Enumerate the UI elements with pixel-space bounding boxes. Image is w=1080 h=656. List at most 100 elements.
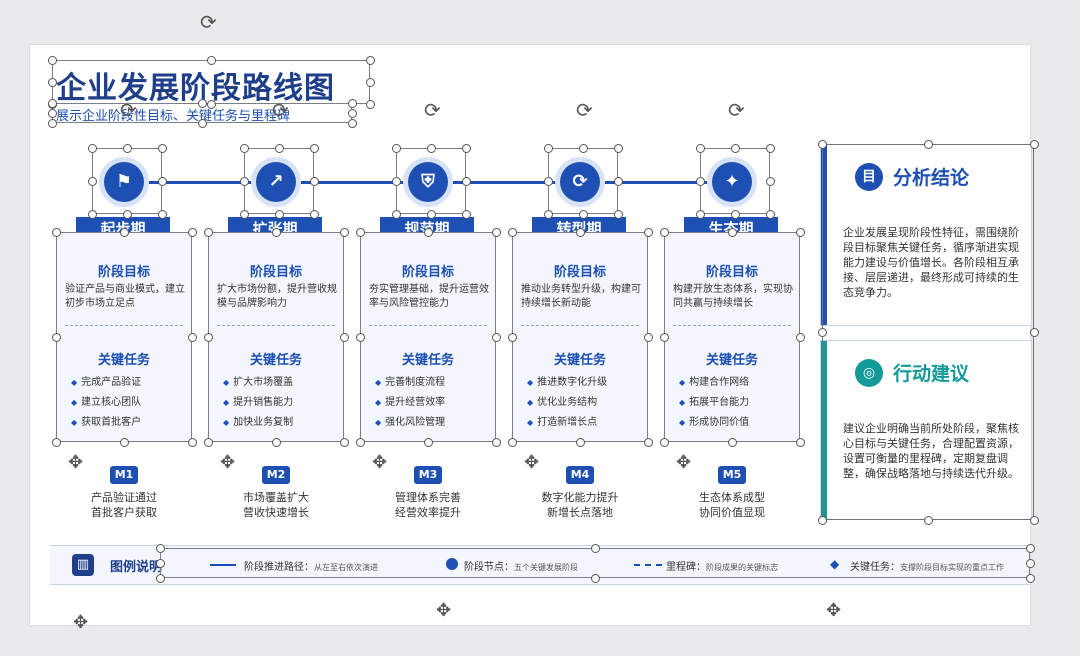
task-item[interactable]: 形成协同价值 xyxy=(679,413,749,428)
resize-handle[interactable] xyxy=(423,227,433,237)
resize-handle[interactable] xyxy=(87,209,97,219)
resize-handle[interactable] xyxy=(507,227,517,237)
resize-handle[interactable] xyxy=(87,143,97,153)
resize-handle[interactable] xyxy=(239,209,249,219)
resize-handle[interactable] xyxy=(491,332,501,342)
resize-handle[interactable] xyxy=(122,209,132,219)
icon-selection-box[interactable] xyxy=(548,148,618,214)
resize-handle[interactable] xyxy=(543,143,553,153)
resize-handle[interactable] xyxy=(575,437,585,447)
resize-handle[interactable] xyxy=(659,227,669,237)
resize-handle[interactable] xyxy=(423,437,433,447)
resize-handle[interactable] xyxy=(47,98,57,108)
resize-handle[interactable] xyxy=(1025,558,1035,568)
resize-handle[interactable] xyxy=(309,209,319,219)
resize-handle[interactable] xyxy=(355,332,365,342)
suggestion-panel[interactable]: ◎ 行动建议 建议企业明确当前所处阶段，聚焦核心目标与关键任务，合理配置资源，设… xyxy=(820,340,1032,520)
resize-handle[interactable] xyxy=(426,209,436,219)
resize-handle[interactable] xyxy=(51,332,61,342)
task-item[interactable]: 完成产品验证 xyxy=(71,373,141,388)
goal-text[interactable]: 验证产品与商业模式，建立初步市场立足点 xyxy=(65,284,185,309)
resize-handle[interactable] xyxy=(491,227,501,237)
resize-handle[interactable] xyxy=(47,108,57,118)
resize-handle[interactable] xyxy=(271,437,281,447)
rotate-handle-icon[interactable]: ⟳ xyxy=(120,98,137,122)
resize-handle[interactable] xyxy=(730,143,740,153)
page-title[interactable]: 企业发展阶段路线图 xyxy=(56,71,335,106)
resize-handle[interactable] xyxy=(355,437,365,447)
suggestion-heading[interactable]: 行动建议 xyxy=(893,363,970,385)
task-item[interactable]: 拓展平台能力 xyxy=(679,393,749,408)
resize-handle[interactable] xyxy=(309,176,319,186)
task-item[interactable]: 提升经营效率 xyxy=(375,393,445,408)
task-item[interactable]: 构建合作网络 xyxy=(679,373,749,388)
goal-text[interactable]: 推动业务转型升级，构建可持续增长新动能 xyxy=(521,284,641,309)
page-subtitle[interactable]: 展示企业阶段性目标、关键任务与里程碑 xyxy=(56,109,291,124)
milestone-text[interactable]: 数字化能力提升新增长点落地 xyxy=(520,490,640,520)
resize-handle[interactable] xyxy=(643,227,653,237)
resize-handle[interactable] xyxy=(695,176,705,186)
rotate-handle-icon[interactable]: ⟳ xyxy=(728,98,745,122)
rotate-handle-icon[interactable]: ⟳ xyxy=(424,98,441,122)
title-selection-box[interactable] xyxy=(52,60,370,104)
resize-handle[interactable] xyxy=(1025,573,1035,583)
icon-selection-box[interactable] xyxy=(700,148,770,214)
task-item[interactable]: 加快业务复制 xyxy=(223,413,293,428)
milestone-text[interactable]: 管理体系完善经营效率提升 xyxy=(368,490,488,520)
legend-item-milestone[interactable]: 里程碑：阶段成果的关键标志 xyxy=(666,562,778,573)
flag-icon[interactable]: ⚑ xyxy=(104,162,144,202)
stage-card[interactable]: 阶段目标夯实管理基础，提升运营效率与风险管控能力关键任务完善制度流程提升经营效率… xyxy=(360,232,496,442)
resize-handle[interactable] xyxy=(47,77,57,87)
resize-handle[interactable] xyxy=(461,209,471,219)
tasks-heading[interactable]: 关键任务 xyxy=(553,353,606,368)
resize-handle[interactable] xyxy=(543,209,553,219)
resize-handle[interactable] xyxy=(274,143,284,153)
card-selection-box[interactable] xyxy=(208,232,344,442)
resize-handle[interactable] xyxy=(730,209,740,219)
resize-handle[interactable] xyxy=(339,227,349,237)
goal-text[interactable]: 构建开放生态体系，实现协同共赢与持续增长 xyxy=(673,284,793,309)
milestone-badge[interactable]: M1 xyxy=(110,466,138,484)
resize-handle[interactable] xyxy=(590,543,600,553)
tasks-heading[interactable]: 关键任务 xyxy=(249,353,302,368)
resize-handle[interactable] xyxy=(206,55,216,65)
resize-handle[interactable] xyxy=(659,437,669,447)
goal-heading[interactable]: 阶段目标 xyxy=(97,265,150,280)
card-selection-box[interactable] xyxy=(664,232,800,442)
chart-up-icon[interactable]: ↗ xyxy=(256,162,296,202)
resize-handle[interactable] xyxy=(795,227,805,237)
resize-handle[interactable] xyxy=(187,227,197,237)
resize-handle[interactable] xyxy=(391,209,401,219)
resize-handle[interactable] xyxy=(765,176,775,186)
stage-card[interactable]: 阶段目标扩大市场份额，提升营收规模与品牌影响力关键任务扩大市场覆盖提升销售能力加… xyxy=(208,232,344,442)
resize-handle[interactable] xyxy=(339,332,349,342)
legend-bar[interactable]: ▥ 图例说明 阶段推进路径：从左至右依次演进 阶段节点：五个关键发展阶段 里程碑… xyxy=(50,545,1030,585)
resize-handle[interactable] xyxy=(1029,327,1039,337)
task-item[interactable]: 优化业务结构 xyxy=(527,393,597,408)
resize-handle[interactable] xyxy=(355,227,365,237)
resize-handle[interactable] xyxy=(187,437,197,447)
resize-handle[interactable] xyxy=(659,332,669,342)
resize-handle[interactable] xyxy=(203,437,213,447)
resize-handle[interactable] xyxy=(197,98,207,108)
resize-handle[interactable] xyxy=(391,143,401,153)
resize-handle[interactable] xyxy=(765,143,775,153)
resize-handle[interactable] xyxy=(817,327,827,337)
resize-handle[interactable] xyxy=(461,143,471,153)
resize-handle[interactable] xyxy=(155,543,165,553)
move-handle-icon[interactable]: ✥ xyxy=(524,452,540,473)
resize-handle[interactable] xyxy=(765,209,775,219)
analysis-heading[interactable]: 分析结论 xyxy=(893,167,970,189)
resize-handle[interactable] xyxy=(795,437,805,447)
resize-handle[interactable] xyxy=(365,77,375,87)
resize-handle[interactable] xyxy=(206,99,216,109)
resize-handle[interactable] xyxy=(578,209,588,219)
resize-handle[interactable] xyxy=(203,332,213,342)
analysis-text[interactable]: 企业发展呈现阶段性特征，需围绕阶段目标聚焦关键任务，循序渐进实现能力建设与价值增… xyxy=(843,226,1019,299)
panels-selection-box[interactable] xyxy=(822,144,1034,520)
resize-handle[interactable] xyxy=(47,118,57,128)
task-item[interactable]: 完善制度流程 xyxy=(375,373,445,388)
move-handle-icon[interactable]: ✥ xyxy=(676,452,692,473)
milestone-text[interactable]: 产品验证通过首批客户获取 xyxy=(64,490,184,520)
move-handle-icon[interactable]: ✥ xyxy=(73,612,89,633)
